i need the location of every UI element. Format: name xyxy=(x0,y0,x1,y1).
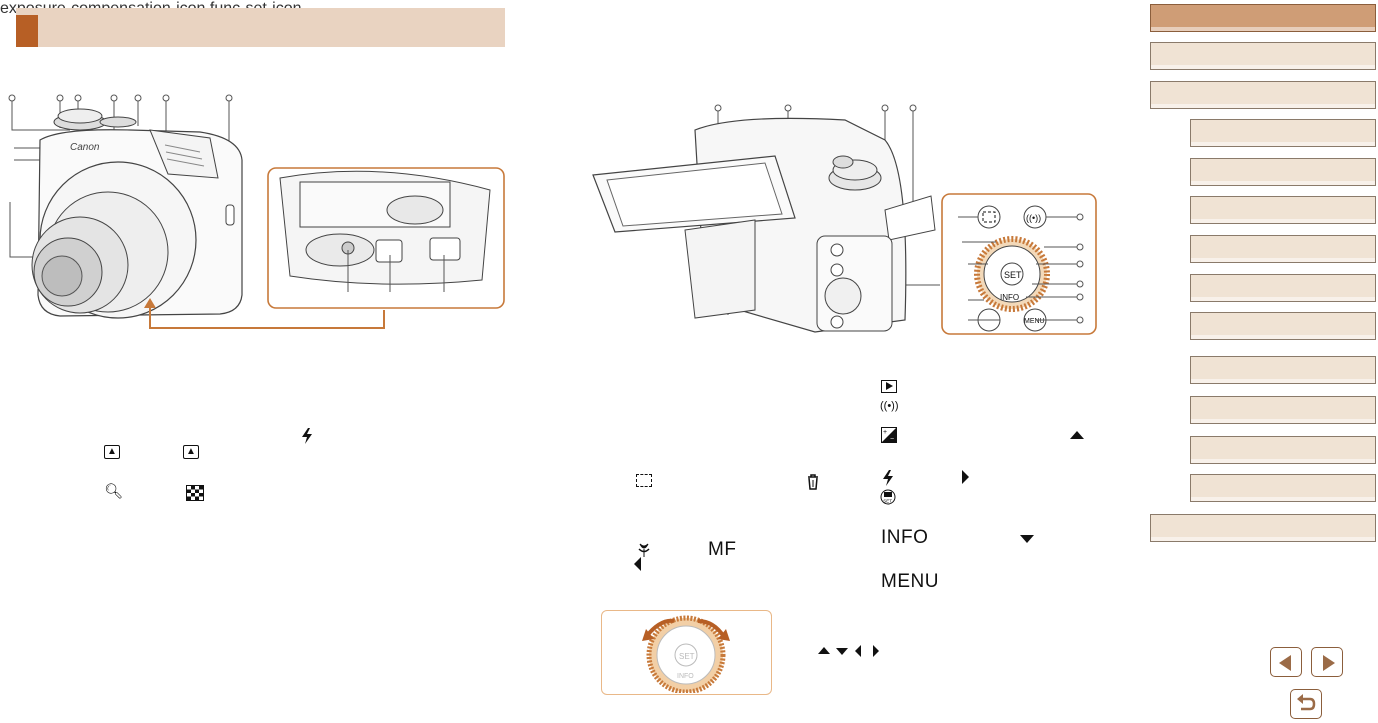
dial-up-arrow-icon xyxy=(818,647,830,654)
info-label: INFO xyxy=(881,527,929,548)
nav-item-2[interactable] xyxy=(1150,42,1376,70)
menu-label: MENU xyxy=(881,571,939,592)
back-button[interactable] xyxy=(1290,689,1322,719)
return-icon xyxy=(1297,694,1316,711)
nav-item-5[interactable] xyxy=(1190,158,1376,186)
nav-item-3[interactable] xyxy=(1150,81,1376,109)
control-dial-illustration: SET INFO xyxy=(601,610,772,695)
page-header xyxy=(16,8,505,47)
flash-right-icon xyxy=(883,470,893,486)
nav-item-10[interactable] xyxy=(1190,356,1376,384)
next-page-button[interactable] xyxy=(1311,647,1343,677)
previous-page-button[interactable] xyxy=(1270,647,1302,677)
svg-text:INFO: INFO xyxy=(677,673,694,680)
nav-item-4[interactable] xyxy=(1190,119,1376,147)
mf-label: MF xyxy=(708,539,737,560)
svg-text:INFO: INFO xyxy=(1000,293,1019,302)
exposure-compensation-icon: + − xyxy=(881,427,897,443)
dial-down-arrow-icon xyxy=(836,648,848,655)
erase-icon xyxy=(808,474,818,490)
nav-item-11[interactable] xyxy=(1190,396,1376,424)
svg-text:SET: SET xyxy=(883,499,892,504)
nav-item-7[interactable] xyxy=(1190,235,1376,263)
dial-right-arrow-icon xyxy=(873,645,879,657)
svg-text:−: − xyxy=(890,436,894,443)
dial-left-arrow-icon xyxy=(855,645,861,657)
chevron-left-icon xyxy=(1279,655,1291,671)
zoom-wide-icon: ▲ xyxy=(183,445,199,459)
header-accent xyxy=(16,15,38,47)
right-arrow-icon xyxy=(962,470,969,484)
nav-item-1[interactable] xyxy=(1150,4,1376,32)
framing-assist-icon xyxy=(636,474,652,487)
camera-front-figure: Canon xyxy=(0,90,510,340)
down-arrow-icon xyxy=(1020,535,1034,543)
svg-text:((•)): ((•)) xyxy=(1026,213,1041,223)
chevron-right-icon xyxy=(1323,655,1335,671)
macro-icon xyxy=(638,543,650,557)
playback-icon xyxy=(881,380,897,393)
camera-rear-figure xyxy=(585,100,1105,340)
svg-text:MENU: MENU xyxy=(1024,318,1045,325)
index-display-icon xyxy=(186,485,204,501)
func-set-icon: SET xyxy=(880,489,896,505)
nav-item-12[interactable] xyxy=(1190,436,1376,464)
wifi-icon: ((•)) xyxy=(880,400,899,412)
rear-controls-inset: ((•)) SET INFO MENU xyxy=(940,192,1100,337)
left-arrow-icon xyxy=(634,557,641,571)
svg-text:Canon: Canon xyxy=(70,142,100,153)
svg-text:SET: SET xyxy=(1004,270,1022,280)
svg-text:+: + xyxy=(883,429,887,436)
nav-item-8[interactable] xyxy=(1190,274,1376,302)
flash-glyph-icon xyxy=(302,428,312,444)
magnify-icon: 🔍︎ xyxy=(104,483,124,500)
nav-item-14[interactable] xyxy=(1150,514,1376,542)
nav-item-6[interactable] xyxy=(1190,196,1376,224)
zoom-tele-icon: ▲ xyxy=(104,445,120,459)
up-arrow-icon xyxy=(1070,431,1084,439)
nav-item-13[interactable] xyxy=(1190,474,1376,502)
svg-text:SET: SET xyxy=(679,652,695,661)
nav-item-9[interactable] xyxy=(1190,312,1376,340)
